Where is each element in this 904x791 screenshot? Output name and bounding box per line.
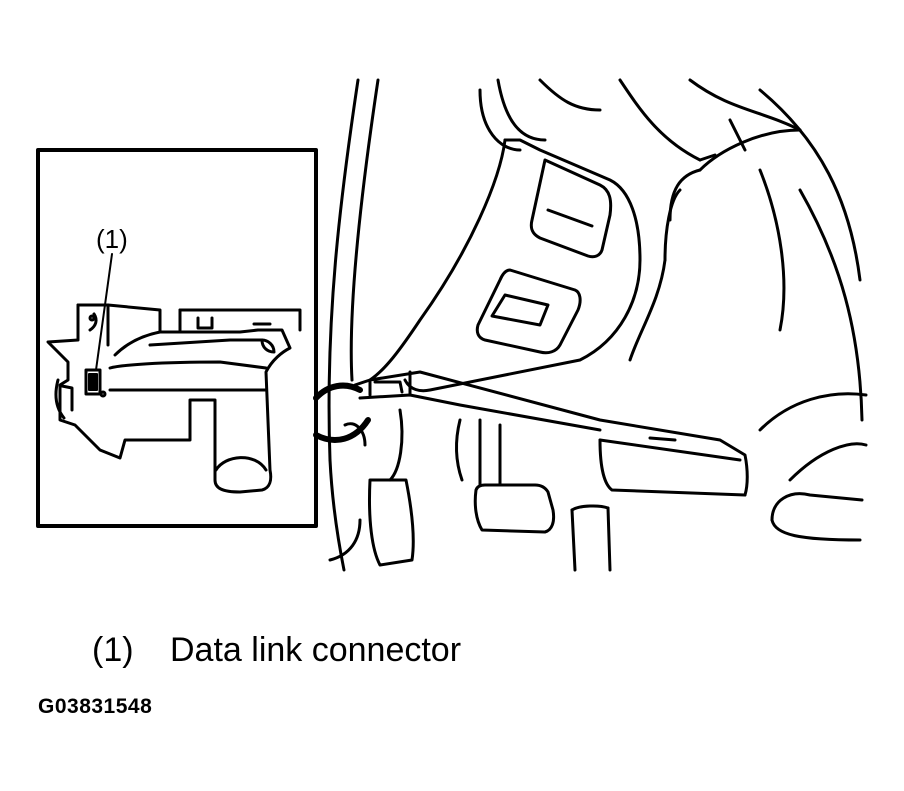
figure-id: G03831548 xyxy=(38,695,153,718)
legend-number: (1) xyxy=(92,631,134,669)
legend-label: Data link connector xyxy=(170,631,462,669)
detail-inset xyxy=(36,148,371,528)
vehicle-interior-illustration xyxy=(36,78,868,572)
dashboard-lower-view xyxy=(327,78,868,572)
callout-number-1: (1) xyxy=(96,224,128,254)
legend-item: (1) Data link connector xyxy=(92,630,461,670)
